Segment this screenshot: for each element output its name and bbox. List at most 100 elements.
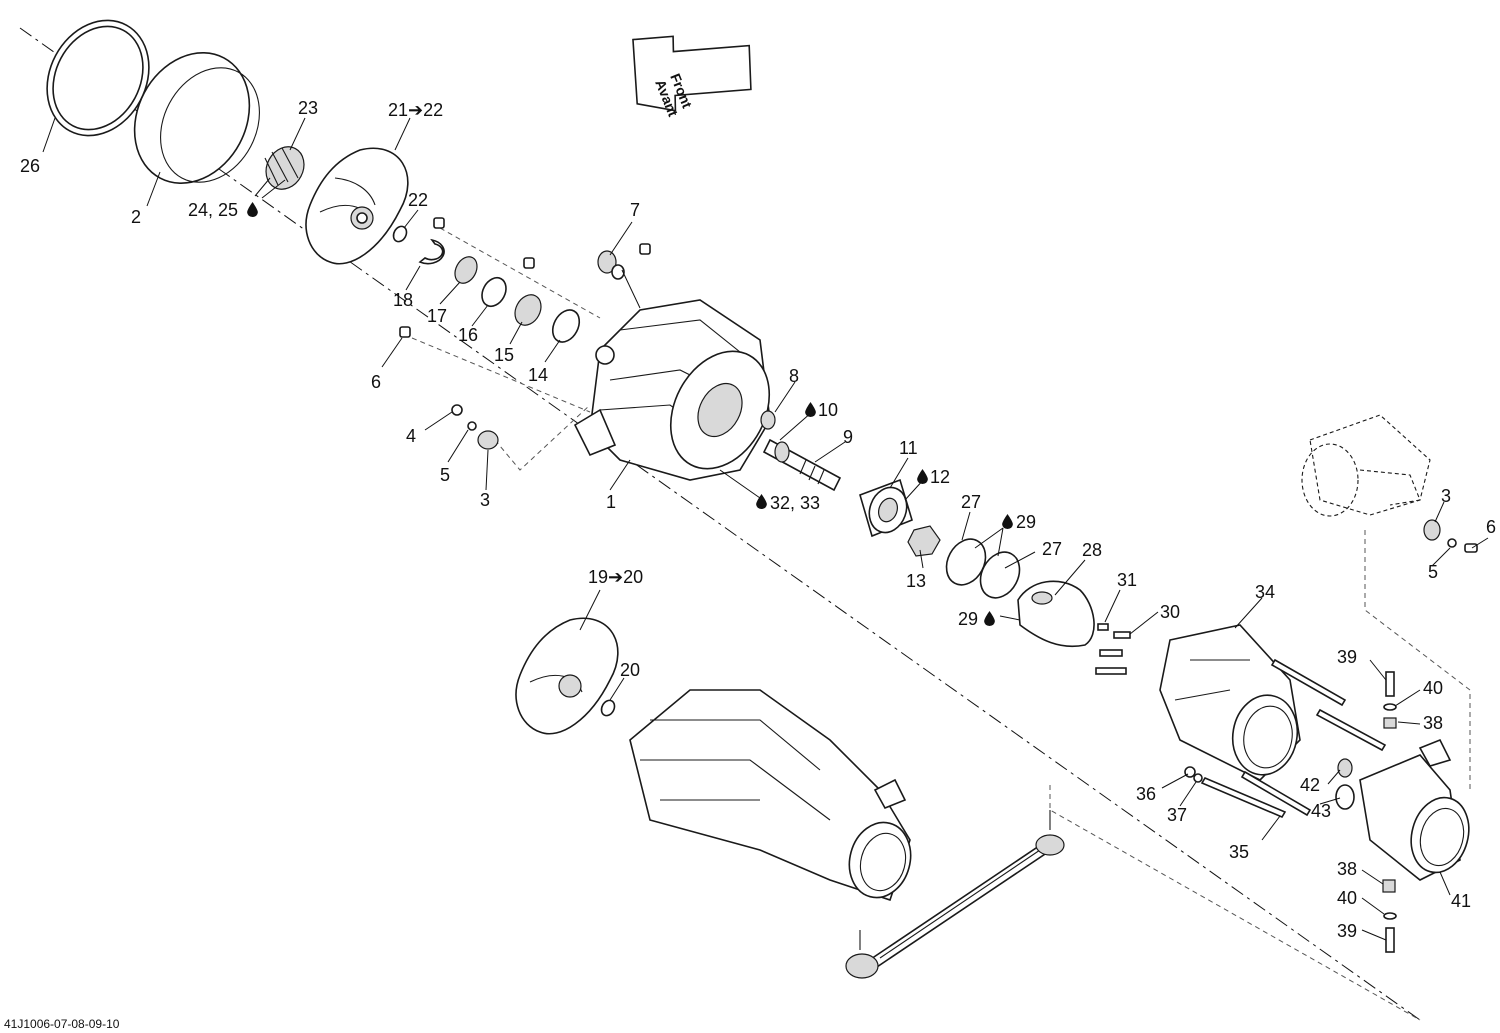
screw-6c [639, 243, 651, 255]
screw-6a [433, 217, 445, 229]
callout-3: 3 [480, 490, 490, 510]
seal-15 [514, 294, 542, 326]
impeller-cap [264, 146, 305, 190]
callout-38a: 38 [1423, 713, 1443, 733]
leader-lines [42, 117, 1489, 941]
callout-5b: 5 [1428, 562, 1438, 582]
seal-17 [454, 256, 478, 284]
o-ring-20 [600, 699, 616, 717]
washer-36 [1184, 766, 1196, 778]
callout-39a: 39 [1337, 647, 1357, 667]
axis-line-mount [494, 404, 591, 471]
cover-cone-28 [1017, 580, 1095, 648]
callout-29b: 29 [958, 609, 978, 629]
callout-27a: 27 [961, 492, 981, 512]
callout-37: 37 [1167, 805, 1187, 825]
callout-18: 18 [393, 290, 413, 310]
axis-line-steering [1049, 785, 1421, 1021]
callout-31: 31 [1117, 570, 1137, 590]
o-ring-22 [392, 225, 408, 243]
screw-4 [451, 404, 463, 416]
screw-31 [1097, 623, 1109, 631]
impeller-lower [515, 617, 619, 735]
callout-3b: 3 [1441, 486, 1451, 506]
callout-6b: 6 [1486, 517, 1496, 537]
oil-drop-icon [984, 611, 995, 626]
bolt-39b [1385, 927, 1395, 953]
callout-40a: 40 [1423, 678, 1443, 698]
callout-8: 8 [789, 366, 799, 386]
callout-29a: 29 [1016, 512, 1036, 532]
circlip-18 [418, 238, 445, 265]
bushing-3 [477, 430, 499, 450]
callout-42: 42 [1300, 775, 1320, 795]
bolt-35a [1270, 658, 1347, 707]
impeller-shaft [762, 438, 842, 492]
callout-41: 41 [1451, 891, 1471, 911]
bushing-38a [1383, 717, 1397, 729]
callout-4: 4 [406, 426, 416, 446]
washer-5 [467, 421, 477, 431]
axis-line-upper [439, 227, 601, 319]
callout-17: 17 [427, 306, 447, 326]
callout-14: 14 [528, 365, 548, 385]
callout-12: 12 [930, 467, 950, 487]
bolt-39a [1385, 671, 1395, 697]
callout-15: 15 [494, 345, 514, 365]
nut-13 [907, 525, 941, 557]
callout-40b: 40 [1337, 888, 1357, 908]
screw-30b [1099, 649, 1123, 657]
callout-21-22: 21➔22 [388, 100, 443, 120]
screw-6d [399, 326, 411, 338]
screw-6b [523, 257, 535, 269]
bolt-35c [1200, 776, 1287, 819]
screw-30a [1113, 631, 1131, 639]
o-ring-14 [551, 309, 581, 343]
oil-drop-icon [805, 402, 816, 417]
callout-36: 36 [1136, 784, 1156, 804]
washer-43 [1335, 784, 1355, 810]
callout-1: 1 [606, 492, 616, 512]
callout-39b: 39 [1337, 921, 1357, 941]
pump-housing [573, 299, 771, 481]
bolt-35d [1240, 770, 1312, 817]
axis-line-main [19, 27, 1421, 1021]
wear-ring-sleeve [133, 52, 260, 184]
callout-34: 34 [1255, 582, 1275, 602]
callout-5: 5 [440, 465, 450, 485]
callout-24-25: 24, 25 [188, 200, 238, 220]
callout-9: 9 [843, 427, 853, 447]
bushing-3b [1423, 519, 1441, 541]
callout-20: 20 [620, 660, 640, 680]
callout-6: 6 [371, 372, 381, 392]
callout-26: 26 [20, 156, 40, 176]
callout-35: 35 [1229, 842, 1249, 862]
steering-nozzle-41 [1359, 738, 1470, 881]
callout-28: 28 [1082, 540, 1102, 560]
wear-ring [46, 19, 150, 137]
venturi-34 [1159, 624, 1301, 781]
washer-40a [1383, 703, 1397, 711]
screw-6e [1464, 543, 1478, 553]
front-direction-arrow: Front Avant [632, 35, 752, 119]
assembled-pump [629, 689, 912, 902]
bushing-42 [1337, 758, 1353, 778]
axis-line-reverse [1364, 530, 1471, 790]
reverse-gate-bracket [1301, 414, 1431, 517]
callout-23: 23 [298, 98, 318, 118]
oil-drop-icon [1002, 514, 1013, 529]
callout-16: 16 [458, 325, 478, 345]
washer-5b [1447, 538, 1457, 548]
screw-30c [1095, 667, 1127, 675]
drawing-id: 41J1006-07-08-09-10 [4, 1017, 120, 1031]
callout-30: 30 [1160, 602, 1180, 622]
bearing-11 [859, 478, 913, 538]
callout-7: 7 [630, 200, 640, 220]
callout-10: 10 [818, 400, 838, 420]
callout-22: 22 [408, 190, 428, 210]
o-ring-16 [481, 276, 507, 308]
callout-2: 2 [131, 207, 141, 227]
callout-38b: 38 [1337, 859, 1357, 879]
washer-40b [1383, 912, 1397, 920]
callout-11: 11 [899, 438, 918, 458]
